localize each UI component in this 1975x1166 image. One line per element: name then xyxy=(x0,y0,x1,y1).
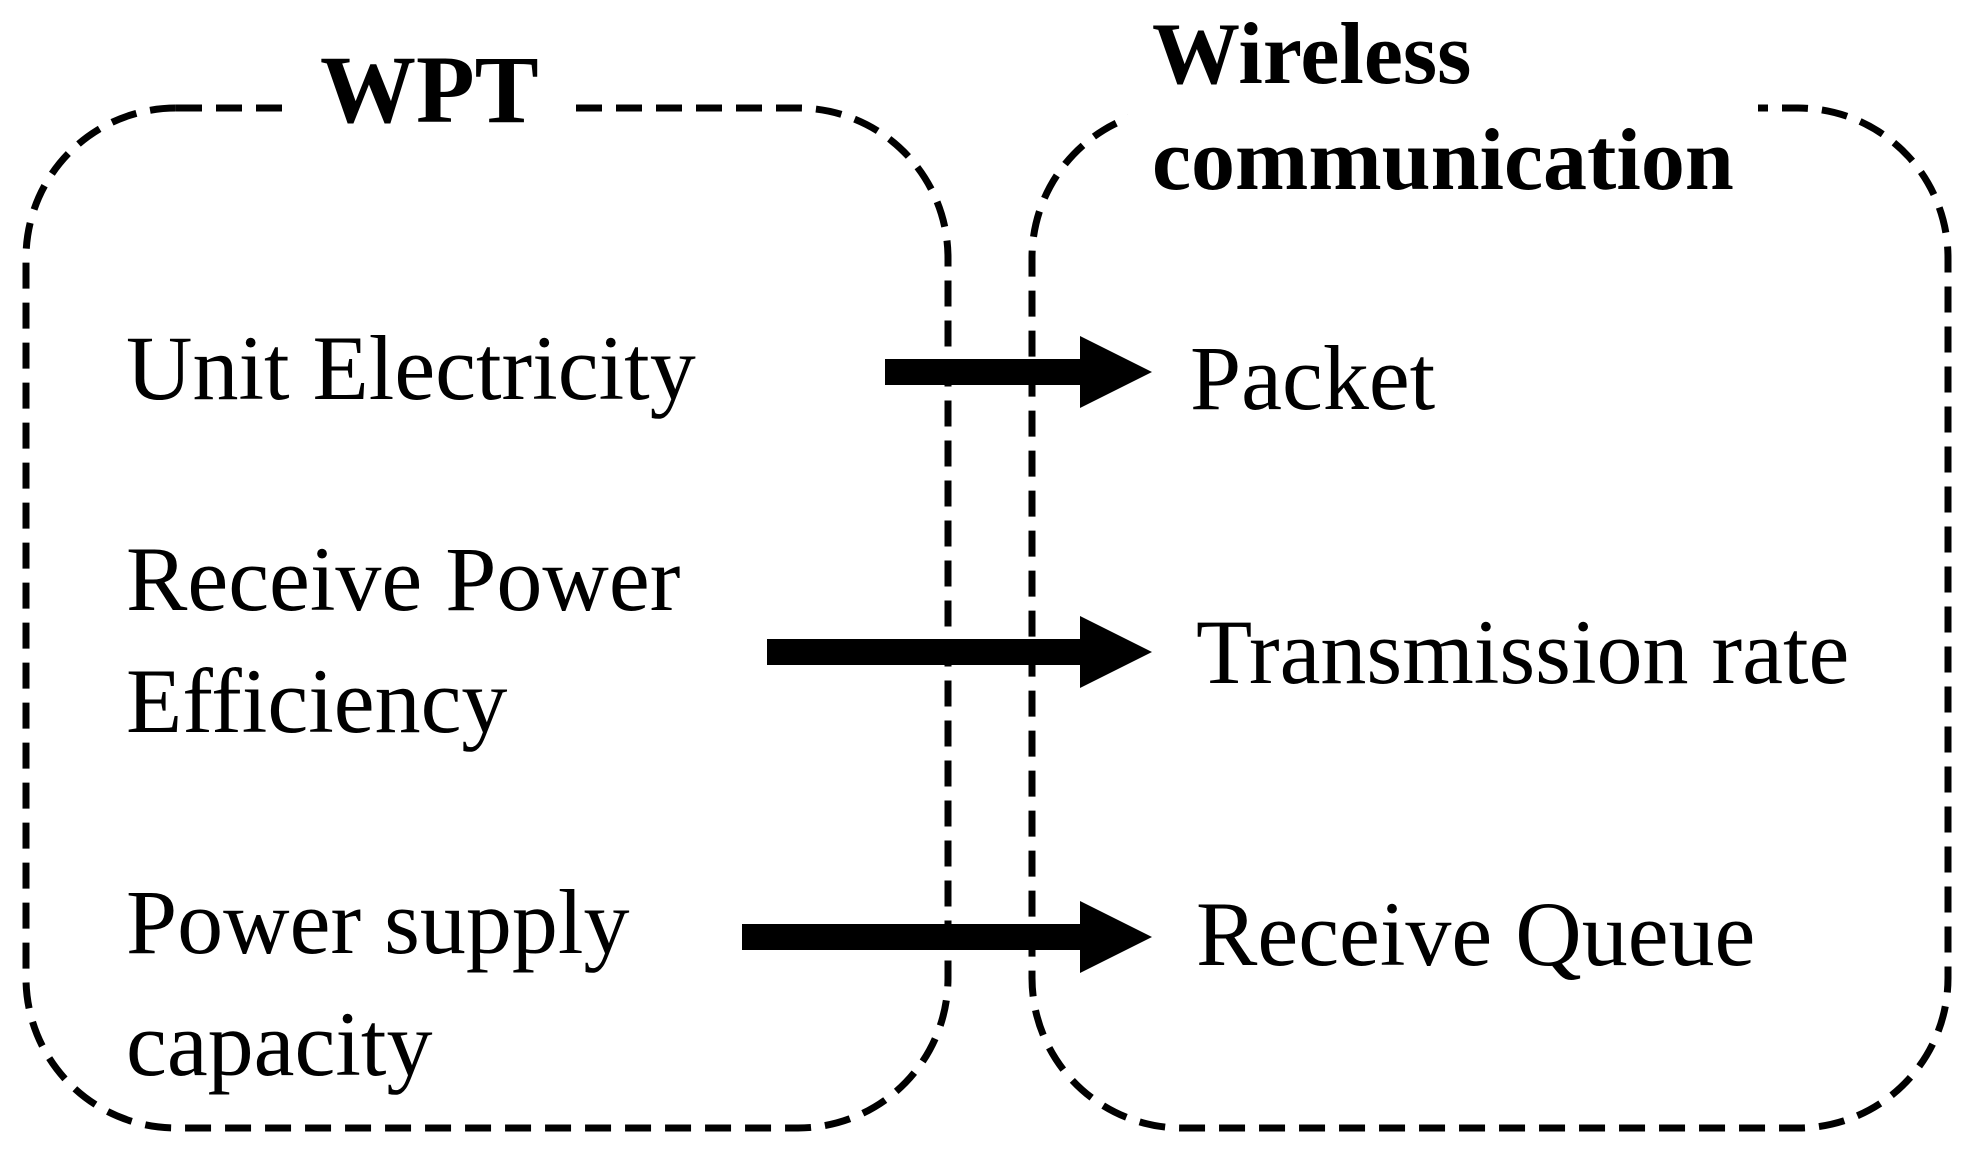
wpt-item-1-line-1: Unit Electricity xyxy=(126,317,696,419)
arrow-unit-electricity-to-packet xyxy=(885,336,1152,408)
wireless-title-line-2: communication xyxy=(1152,112,1734,209)
wireless-title-line-1: Wireless xyxy=(1152,6,1472,103)
arrow-1-shaft xyxy=(885,359,1085,385)
arrow-receive-power-efficiency-to-transmission-rate xyxy=(767,616,1152,688)
wpt-group-title: WPT xyxy=(292,42,567,138)
wpt-group-box xyxy=(22,104,952,1132)
wireless-item-transmission-rate: Transmission rate xyxy=(1196,606,1849,698)
arrow-power-supply-capacity-to-receive-queue xyxy=(742,901,1152,973)
wpt-item-2-line-2: Efficiency xyxy=(126,650,508,752)
wpt-item-3-line-2: capacity xyxy=(126,993,433,1095)
wpt-title-line-1: WPT xyxy=(320,36,539,143)
wireless-item-3-line-1: Receive Queue xyxy=(1196,883,1756,985)
wireless-group-box xyxy=(1028,104,1952,1132)
wpt-item-2-line-1: Receive Power xyxy=(126,528,681,630)
wpt-item-receive-power-efficiency: Receive Power Efficiency xyxy=(126,518,680,762)
wpt-item-power-supply-capacity: Power supply capacity xyxy=(126,861,629,1105)
wpt-item-3-line-1: Power supply xyxy=(126,871,630,973)
arrow-2-head xyxy=(1080,616,1152,688)
wpt-item-unit-electricity: Unit Electricity xyxy=(126,322,696,414)
wireless-item-receive-queue: Receive Queue xyxy=(1196,888,1755,980)
arrow-2-shaft xyxy=(767,639,1085,665)
wireless-item-1-line-1: Packet xyxy=(1190,327,1436,429)
wireless-item-packet: Packet xyxy=(1190,332,1435,424)
wireless-item-2-line-1: Transmission rate xyxy=(1196,601,1850,703)
arrow-1-head xyxy=(1080,336,1152,408)
wireless-group-title: Wireless communication xyxy=(1128,2,1758,214)
arrow-3-head xyxy=(1080,901,1152,973)
arrow-3-shaft xyxy=(742,924,1085,950)
